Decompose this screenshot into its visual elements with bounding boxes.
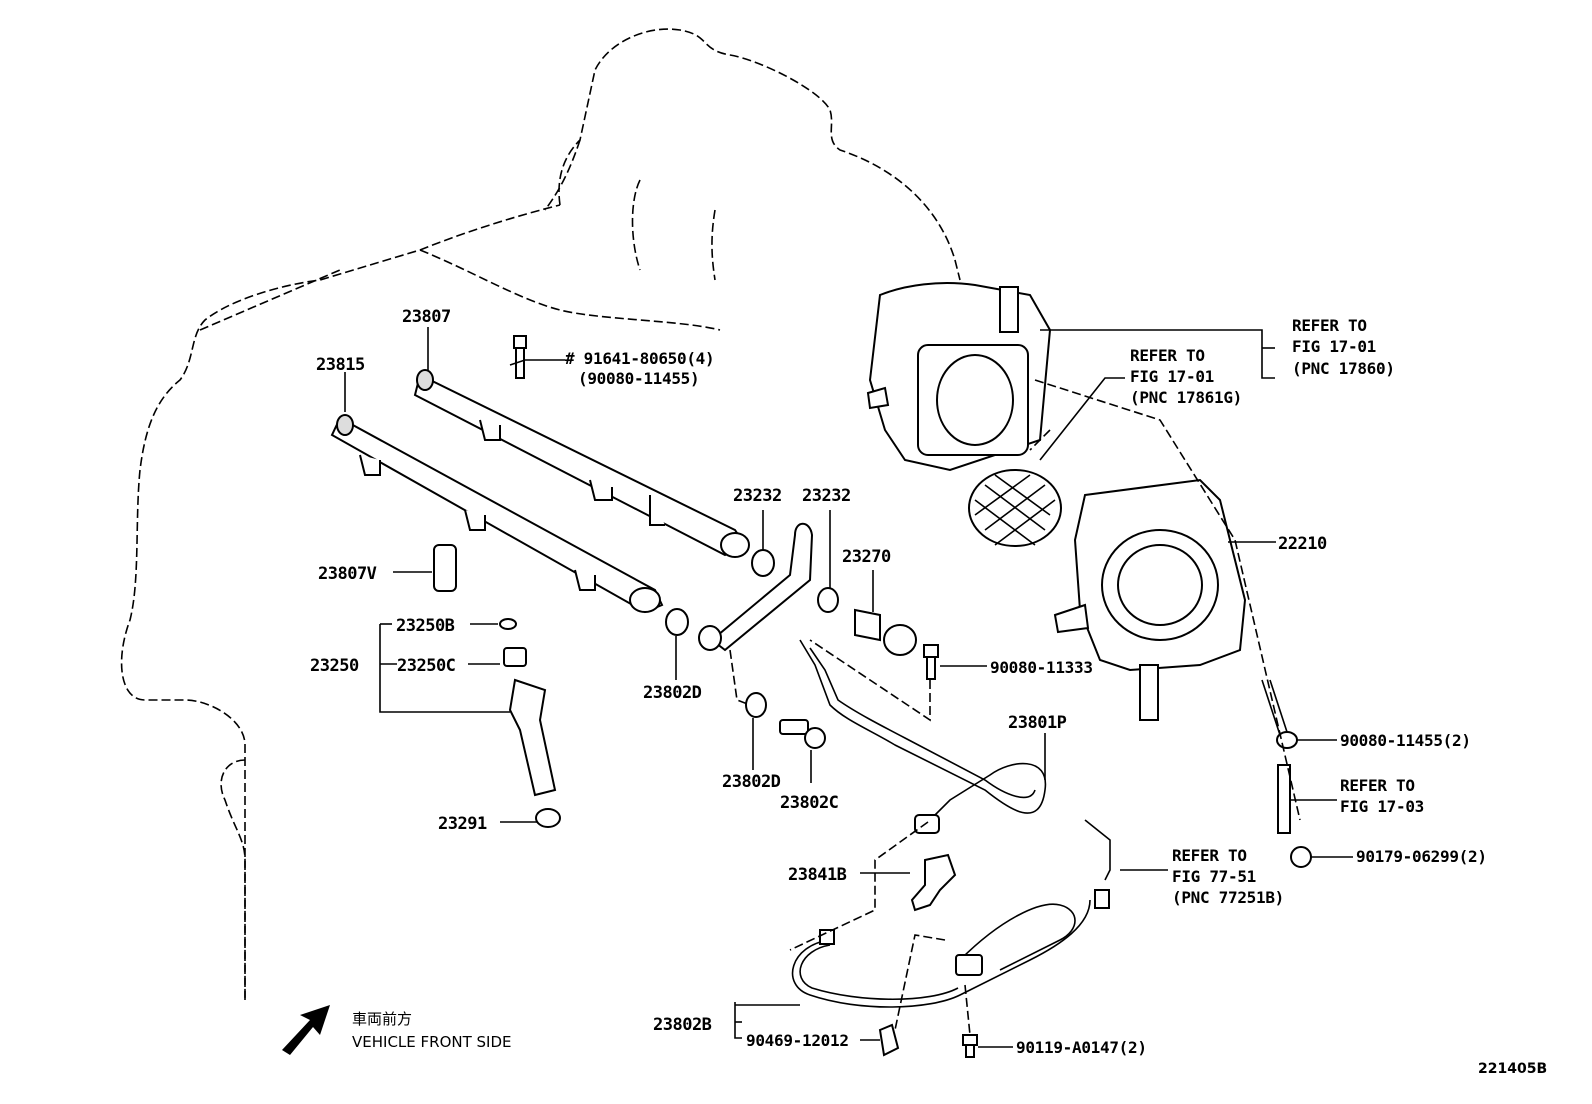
figure-code: 221405B [1478, 1061, 1547, 1077]
bolt-90119 [962, 1034, 978, 1058]
label-23802D-b: 23802D [722, 772, 781, 792]
label-91641: # 91641-80650(4) [565, 349, 714, 368]
fuel-rail-upper [413, 369, 750, 558]
label-23801P: 23801P [1008, 713, 1067, 733]
label-90469: 90469-12012 [746, 1031, 849, 1050]
label-23807V: 23807V [318, 564, 377, 584]
clip-90469 [878, 1023, 900, 1057]
label-23802B: 23802B [653, 1015, 712, 1035]
fuel-hose-23801P [799, 639, 1111, 881]
intake-collector [866, 282, 1052, 472]
label-90080-11455: 90080-11455(2) [1340, 731, 1471, 750]
part-labels: 23807 23815 # 91641-80650(4) (90080-1145… [310, 307, 1487, 1057]
pressure-sensor-23270 [854, 608, 917, 656]
direction-english: VEHICLE FRONT SIDE [352, 1033, 512, 1051]
label-23250C: 23250C [397, 656, 455, 676]
label-23815: 23815 [316, 355, 365, 375]
ref1-line2: FIG 17-01 [1292, 337, 1376, 356]
label-23807: 23807 [402, 307, 451, 327]
direction-japanese: 車両前方 [352, 1010, 412, 1028]
leader-lines [344, 327, 1353, 1048]
bolt-90080-11455 [1261, 679, 1298, 749]
label-90080-11455-paren: (90080-11455) [578, 369, 699, 388]
ref1-line1: REFER TO [1292, 316, 1367, 335]
arrow-down-left-icon [282, 1005, 330, 1055]
stud-17-03 [1277, 764, 1291, 834]
label-22210: 22210 [1278, 534, 1327, 554]
fuel-injector-23250 [499, 618, 561, 828]
label-23841B: 23841B [788, 865, 847, 885]
fuel-rail-lower [330, 414, 664, 614]
intake-screen [968, 469, 1062, 547]
label-23291: 23291 [438, 814, 487, 834]
label-23232-b: 23232 [802, 486, 851, 506]
label-90119: 90119-A0147(2) [1016, 1038, 1147, 1057]
screw-91641 [513, 335, 527, 379]
connector-23841B [910, 853, 957, 912]
label-23802C: 23802C [780, 793, 838, 813]
label-23270: 23270 [842, 547, 891, 567]
label-90080-11333: 90080-11333 [990, 658, 1093, 677]
ref3-line1: REFER TO [1340, 776, 1415, 795]
ref1-line3: (PNC 17860) [1292, 359, 1395, 378]
engine-outline [120, 28, 961, 1000]
ref2-line2: FIG 17-01 [1130, 367, 1214, 386]
plug-23802C [779, 719, 826, 749]
ref2-line1: REFER TO [1130, 346, 1205, 365]
label-23232-a: 23232 [733, 486, 782, 506]
damper-23807V [433, 544, 457, 592]
ref4-line3: (PNC 77251B) [1172, 888, 1284, 907]
label-23802D-a: 23802D [643, 683, 702, 703]
o-rings [665, 549, 839, 718]
ref4-line2: FIG 77-51 [1172, 867, 1256, 886]
ref3-line2: FIG 17-03 [1340, 797, 1424, 816]
crossover-pipe [698, 522, 814, 652]
throttle-body-22210 [1053, 478, 1247, 721]
ref4-line1: REFER TO [1172, 846, 1247, 865]
ref2-line3: (PNC 17861G) [1130, 388, 1242, 407]
reference-notes: REFER TO FIG 17-01 (PNC 17860) REFER TO … [1130, 316, 1424, 907]
label-23250: 23250 [310, 656, 359, 676]
nut-90179 [1290, 846, 1312, 868]
label-90179: 90179-06299(2) [1356, 847, 1487, 866]
label-23250B: 23250B [396, 616, 455, 636]
bolt-90080-11333 [923, 644, 939, 680]
hose-assembly-23802B [791, 889, 1110, 1008]
direction-note: 車両前方 VEHICLE FRONT SIDE [352, 1010, 512, 1051]
